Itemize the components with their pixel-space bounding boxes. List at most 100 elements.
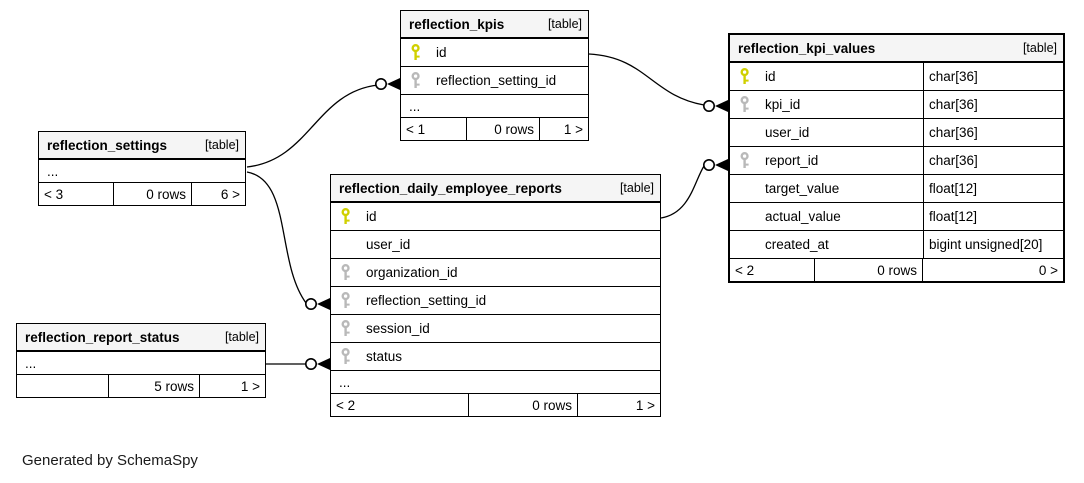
key-icon-slot [410, 44, 422, 61]
ellipsis-row: ... [401, 95, 588, 118]
column-type: char[36] [923, 91, 1063, 118]
column-name: ... [409, 98, 421, 114]
column-type: char[36] [923, 63, 1063, 90]
column-row-user_id: user_id [331, 231, 660, 259]
table-header[interactable]: reflection_kpis[table] [401, 11, 588, 39]
row-count: 0 rows [114, 183, 192, 205]
ellipsis-row: ... [331, 371, 660, 394]
column-name: target_value [765, 181, 840, 196]
column-name: user_id [366, 237, 411, 252]
column-row-status: status [331, 343, 660, 371]
related-count-right: 1 > [635, 397, 655, 413]
crow-arrow-icon [715, 100, 728, 112]
column-row-reflection_setting_id: reflection_setting_id [401, 67, 588, 95]
ellipsis-row: ... [39, 160, 245, 183]
zero-circle-icon [702, 159, 715, 172]
column-row-created_at: created_at bigint unsigned[20] [730, 231, 1063, 259]
table-tag: [table] [1022, 41, 1057, 55]
ellipsis-row: ... [17, 352, 265, 375]
key-icon-slot [340, 292, 352, 309]
related-count-left: < 3 [39, 183, 114, 205]
foreign-key-icon [740, 96, 749, 112]
crow-arrow-icon [317, 358, 330, 370]
key-icon-slot [739, 152, 751, 169]
primary-key-icon [411, 44, 420, 60]
table-header[interactable]: reflection_report_status[table] [17, 324, 265, 352]
table-name: reflection_report_status [25, 329, 180, 345]
column-name: ... [47, 163, 59, 179]
related-count-right: 0 > [1038, 262, 1058, 278]
column-name: reflection_setting_id [436, 73, 557, 88]
table-tag: [table] [547, 17, 582, 31]
column-name: session_id [366, 321, 430, 336]
table-reflection_kpis[interactable]: reflection_kpis[table]id reflection_setti… [400, 10, 589, 141]
crow-arrow-icon [715, 159, 728, 171]
key-icon-slot [340, 348, 352, 365]
table-name: reflection_settings [47, 137, 168, 153]
table-header[interactable]: reflection_settings[table] [39, 132, 245, 160]
foreign-key-icon [740, 152, 749, 168]
relationship-reflection_kpis.reflection_setting_id [246, 78, 400, 168]
column-type: float[12] [923, 203, 1063, 230]
related-count-left: < 2 [730, 259, 815, 281]
column-name: actual_value [765, 209, 841, 224]
table-reflection_daily_employee_reports[interactable]: reflection_daily_employee_reports [table]… [330, 174, 661, 417]
column-row-reflection_setting_id: reflection_setting_id [331, 287, 660, 315]
primary-key-icon [740, 68, 749, 84]
generator-note: Generated by SchemaSpy [22, 452, 198, 469]
primary-key-icon [341, 208, 350, 224]
column-name: status [366, 349, 403, 364]
related-count-left: < 2 [331, 394, 469, 416]
column-row-id: id char[36] [730, 63, 1063, 91]
relationship-reflection_daily_employee_reports.reflection_setting_id [246, 171, 330, 310]
column-type: bigint unsigned[20] [923, 231, 1063, 258]
table-name: reflection_kpi_values [738, 40, 876, 56]
table-name: reflection_daily_employee_reports [339, 180, 562, 196]
table-tag: [table] [619, 181, 654, 195]
column-row-organization_id: organization_id [331, 259, 660, 287]
key-icon-slot [340, 264, 352, 281]
key-icon-slot [739, 68, 751, 85]
column-name: organization_id [366, 265, 458, 280]
row-count: 0 rows [815, 259, 923, 281]
column-name: report_id [765, 153, 819, 168]
crow-arrow-icon [317, 298, 330, 310]
foreign-key-icon [341, 320, 350, 336]
key-icon-slot [410, 72, 422, 89]
zero-circle-icon [374, 78, 387, 91]
zero-circle-icon [702, 100, 715, 113]
related-count-right: 1 > [563, 121, 583, 137]
column-name: user_id [765, 125, 810, 140]
table-reflection_report_status[interactable]: reflection_report_status[table]... 5 rows… [16, 323, 266, 398]
key-icon-slot [340, 208, 352, 225]
foreign-key-icon [341, 292, 350, 308]
column-name: id [765, 69, 776, 84]
column-name: reflection_setting_id [366, 293, 487, 308]
relationship-reflection_daily_employee_reports.status [266, 357, 330, 370]
row-count: 5 rows [109, 375, 200, 397]
related-count-left [17, 375, 109, 397]
table-reflection_kpi_values[interactable]: reflection_kpi_values [table] id char[36]kp… [728, 33, 1065, 283]
crow-arrow-icon [387, 78, 400, 90]
column-name: id [436, 45, 447, 60]
table-header[interactable]: reflection_daily_employee_reports [table] [331, 175, 660, 203]
zero-circle-icon [304, 357, 317, 370]
foreign-key-icon [341, 348, 350, 364]
column-row-session_id: session_id [331, 315, 660, 343]
table-header[interactable]: reflection_kpi_values [table] [730, 35, 1063, 63]
relationship-reflection_kpi_values.report_id [660, 159, 728, 219]
relationship-reflection_kpi_values.kpi_id [588, 53, 728, 113]
column-name: ... [25, 355, 37, 371]
column-name: created_at [765, 237, 829, 252]
